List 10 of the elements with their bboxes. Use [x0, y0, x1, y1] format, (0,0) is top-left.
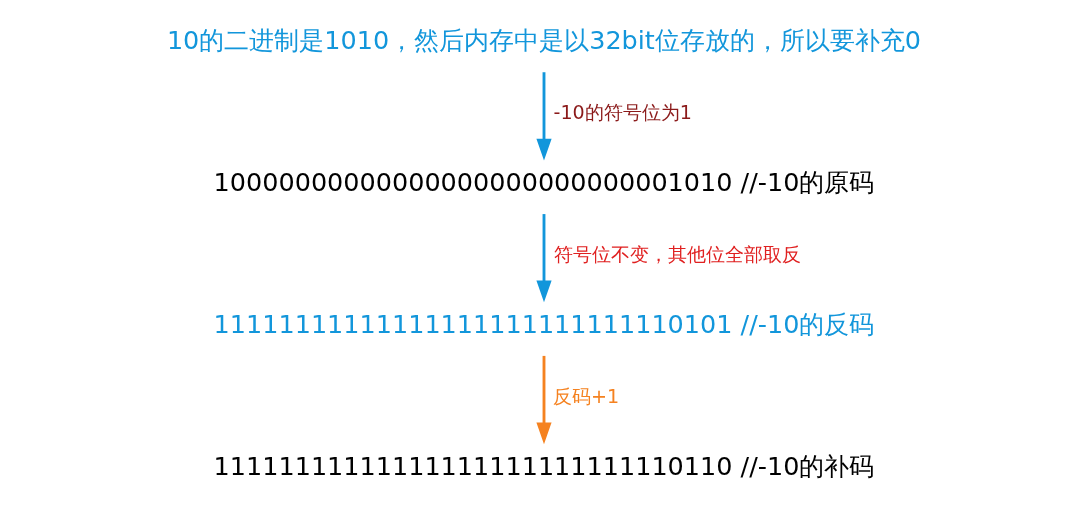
node-text: 10的二进制是1010，然后内存中是以32bit位存放的，所以要补充0 [166, 25, 921, 56]
edge-label: -10的符号位为1 [553, 101, 692, 125]
arrow [535, 355, 552, 445]
node-text: 10000000000000000000000000001010 //-10的原码 [213, 167, 874, 198]
node-text: 11111111111111111111111111110101 //-10的反码 [213, 308, 874, 339]
edge-label: 反码+1 [552, 384, 619, 408]
arrow [535, 214, 552, 303]
arrow [535, 72, 552, 161]
node-text: 11111111111111111111111111110110 //-10的补码 [213, 450, 874, 481]
edge-label: 符号位不变，其他位全部取反 [553, 242, 801, 266]
